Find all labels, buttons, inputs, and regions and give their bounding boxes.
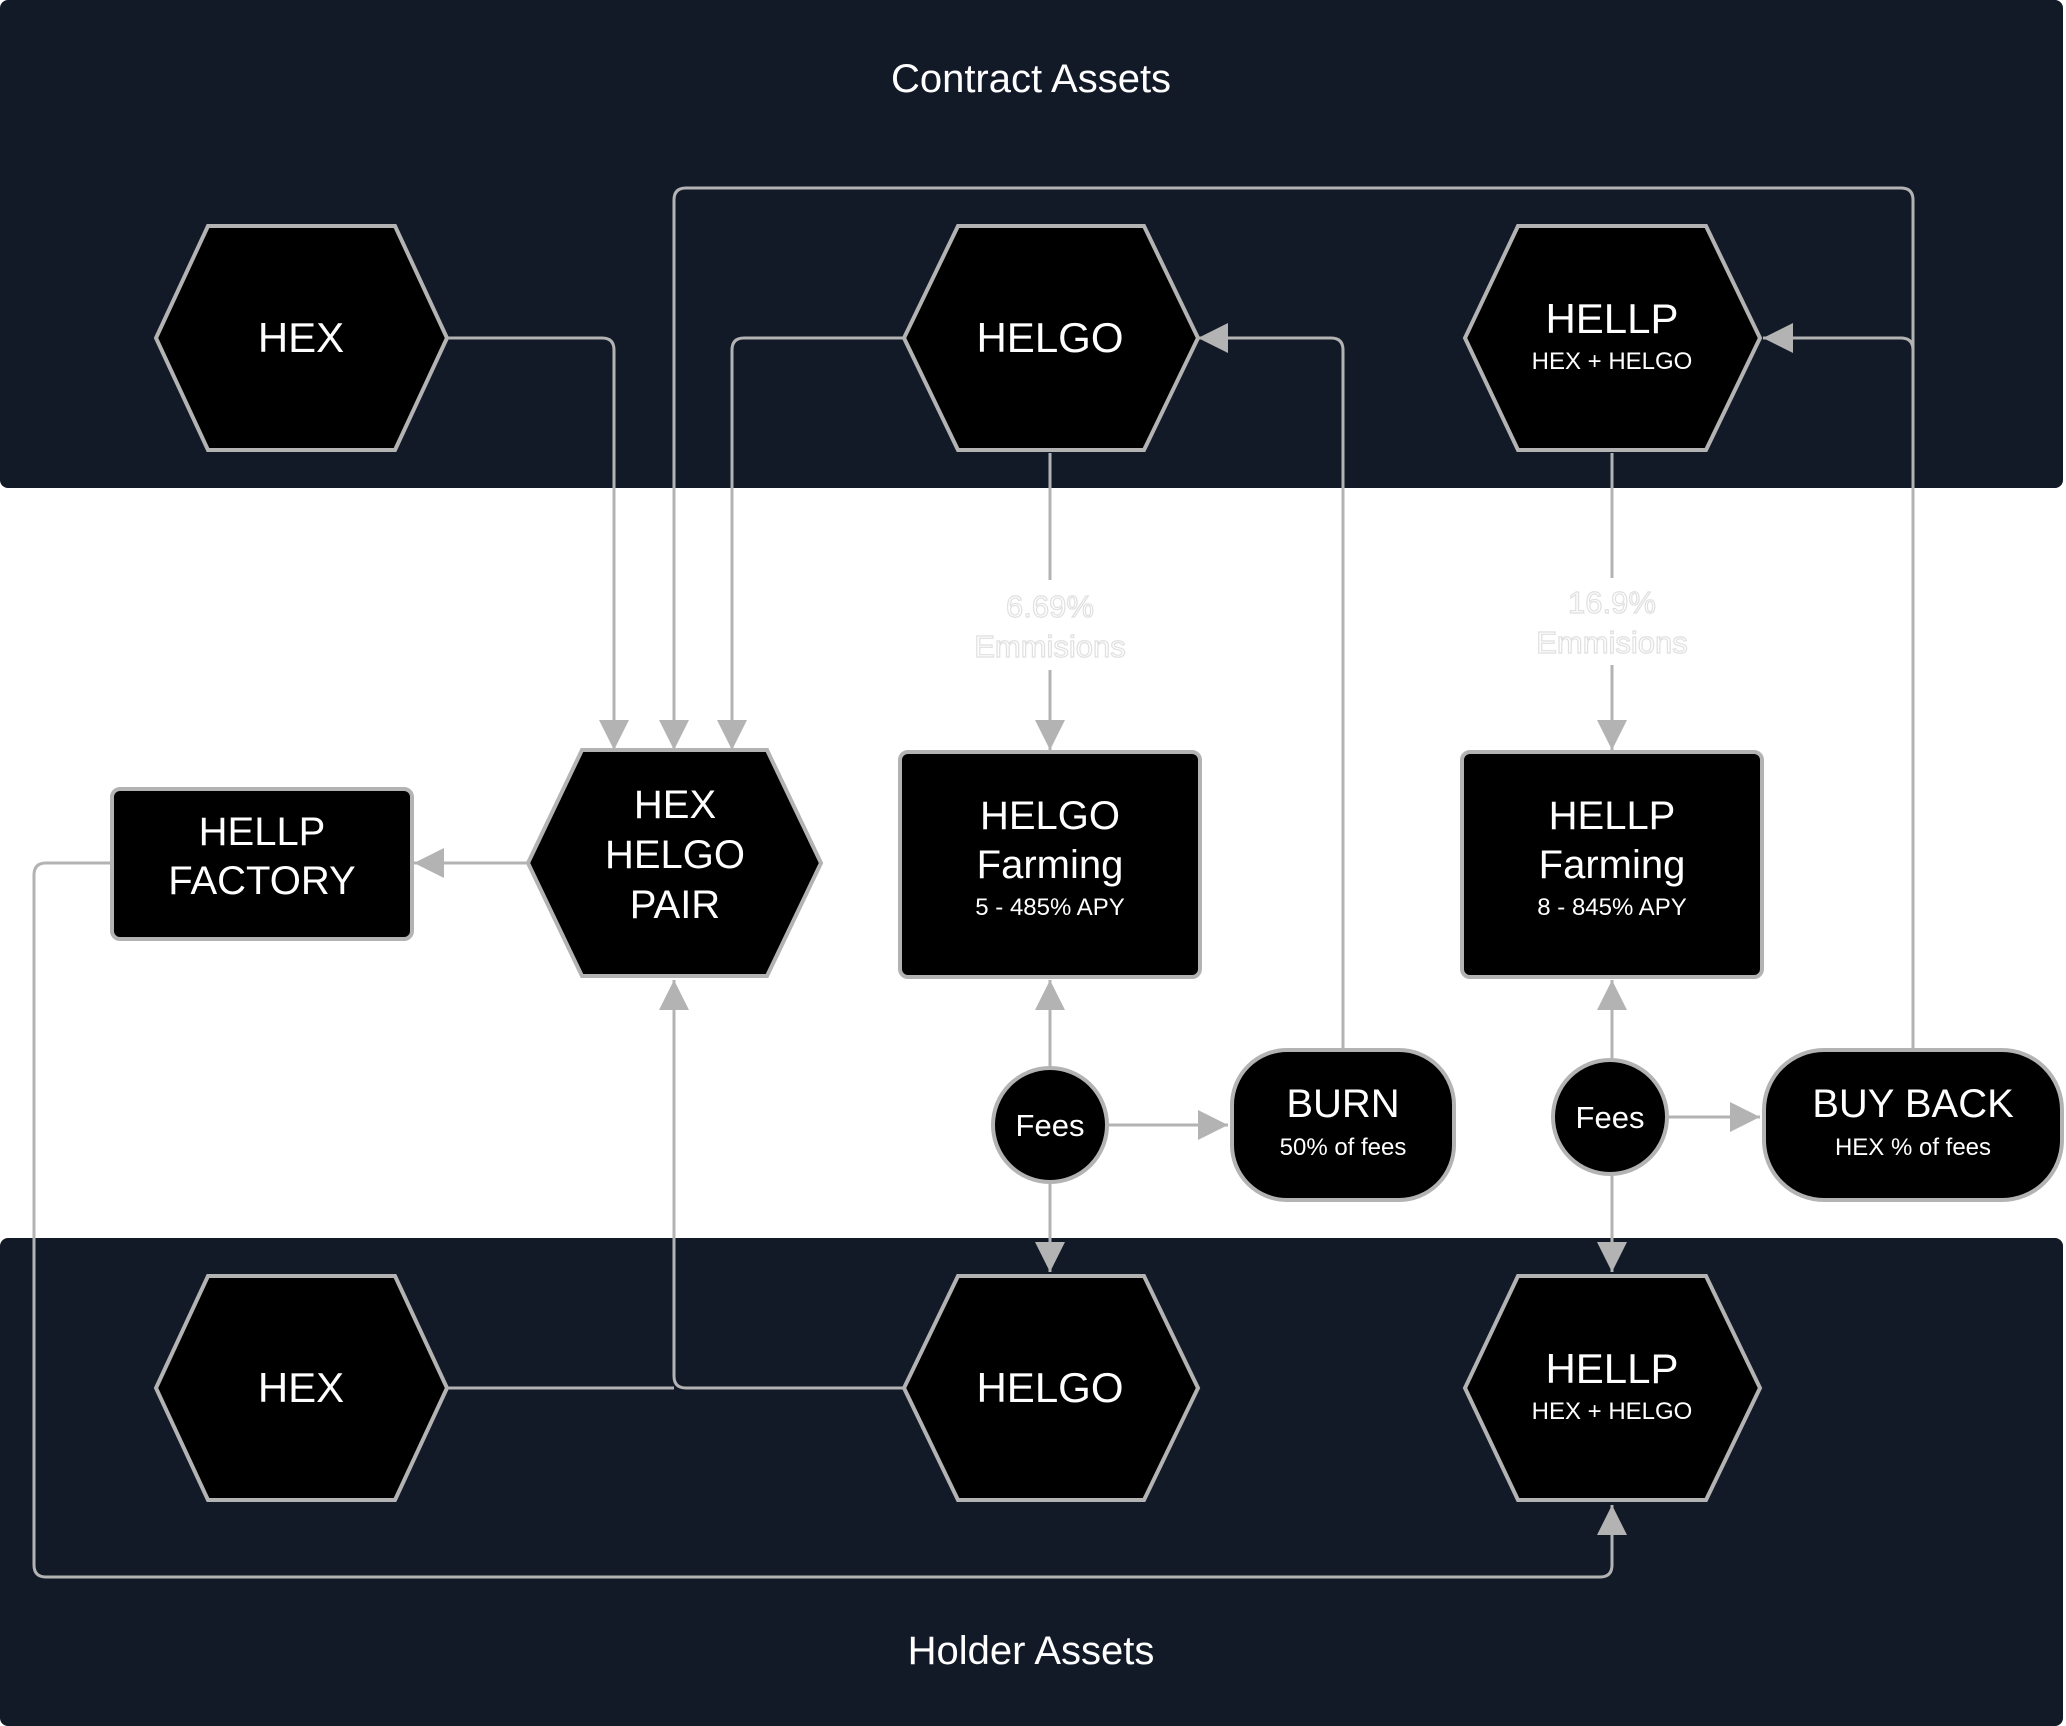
helgo-farming-label-line2: Farming <box>977 843 1124 887</box>
edge-buyback-to-hellp <box>1763 323 1915 1050</box>
burn-label: BURN <box>1286 1082 1399 1126</box>
edge-burn-to-helgo <box>1198 323 1345 1050</box>
edge-holder-to-pair <box>447 980 904 1390</box>
hellp-farming-label-line2: Farming <box>1539 843 1686 887</box>
hex-holder-label: HEX <box>258 1364 344 1411</box>
node-burn: BURN 50% of fees <box>1230 1048 1456 1202</box>
fees-hellp-label: Fees <box>1576 1100 1645 1135</box>
edge-buyback-to-pair <box>659 186 1915 1050</box>
node-buy-back: BUY BACK HEX % of fees <box>1762 1048 2064 1202</box>
node-helgo-holder: HELGO <box>901 1274 1201 1502</box>
pair-label-line1: HEX <box>634 783 716 827</box>
pair-label-line2: HELGO <box>605 833 745 877</box>
edge-label-hellp-emissions: 16.9% Emmisions <box>1536 584 1689 660</box>
factory-label-line2: FACTORY <box>168 859 355 903</box>
edge-factory-to-hellp-holder <box>32 861 1627 1579</box>
helgo-farming-apy: 5 - 485% APY <box>975 894 1124 921</box>
hellp-holder-sub: HEX + HELGO <box>1532 1398 1693 1425</box>
edge-label-helgo-emissions: 6.69% Emmisions <box>974 588 1127 664</box>
hellp-farming-apy: 8 - 845% APY <box>1537 894 1686 921</box>
pair-label-line3: PAIR <box>630 883 720 927</box>
node-fees-helgo: Fees <box>991 1066 1109 1184</box>
node-fees-hellp: Fees <box>1551 1058 1669 1176</box>
lane-contract-title: Contract Assets <box>891 57 1171 101</box>
edge-hex-to-pair <box>447 336 629 750</box>
edge-helgo-to-pair <box>717 336 904 750</box>
helgo-emissions-text: Emmisions <box>974 629 1126 664</box>
node-helgo-contract: HELGO <box>901 224 1201 452</box>
helgo-holder-label: HELGO <box>976 1364 1123 1411</box>
edges <box>32 186 1915 1579</box>
node-hex-contract: HEX <box>153 224 450 452</box>
hellp-contract-sub: HEX + HELGO <box>1532 348 1693 375</box>
lane-holder-title: Holder Assets <box>908 1629 1155 1673</box>
hex-contract-label: HEX <box>258 314 344 361</box>
hellp-emissions-rate: 16.9% <box>1568 585 1656 620</box>
hellp-emissions-text: Emmisions <box>1536 625 1688 660</box>
helgo-contract-label: HELGO <box>976 314 1123 361</box>
factory-label-line1: HELLP <box>199 810 326 854</box>
hellp-farming-label-line1: HELLP <box>1549 794 1676 838</box>
node-hex-helgo-pair: HEX HELGO PAIR <box>525 748 824 978</box>
node-hellp-factory: HELLP FACTORY <box>110 787 414 941</box>
node-hellp-contract: HELLP HEX + HELGO <box>1462 224 1763 452</box>
buy-back-sub: HEX % of fees <box>1835 1134 1991 1161</box>
hellp-contract-label: HELLP <box>1545 295 1678 342</box>
node-hellp-holder: HELLP HEX + HELGO <box>1462 1274 1763 1502</box>
burn-sub: 50% of fees <box>1280 1134 1407 1161</box>
fees-helgo-label: Fees <box>1016 1108 1085 1143</box>
buy-back-label: BUY BACK <box>1812 1082 2014 1126</box>
node-helgo-farming: HELGO Farming 5 - 485% APY <box>898 750 1202 979</box>
node-hellp-farming: HELLP Farming 8 - 845% APY <box>1460 750 1764 979</box>
helgo-emissions-rate: 6.69% <box>1006 589 1094 624</box>
helgo-farming-label-line1: HELGO <box>980 794 1120 838</box>
hellp-holder-label: HELLP <box>1545 1345 1678 1392</box>
node-hex-holder: HEX <box>153 1274 450 1502</box>
